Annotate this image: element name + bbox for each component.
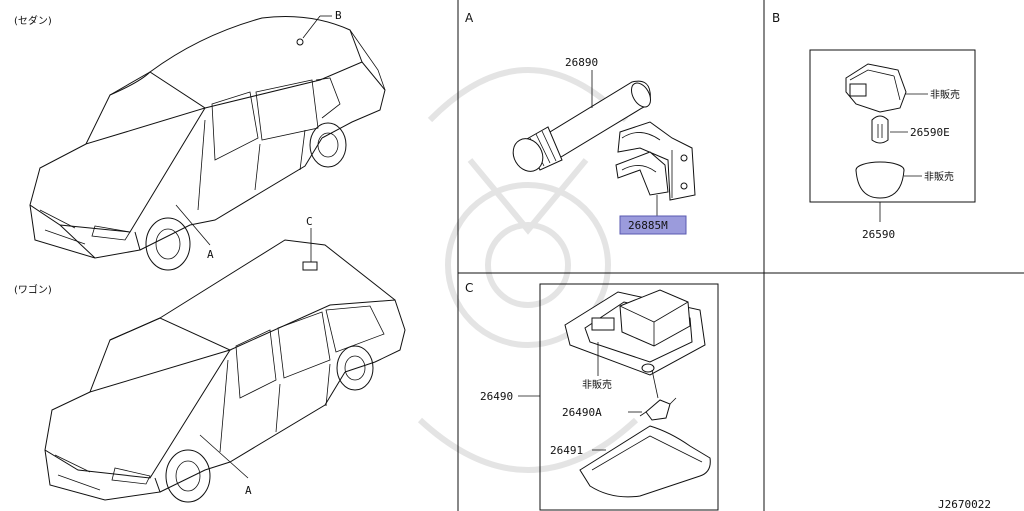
wagon-car-drawing — [44, 239, 406, 503]
b-not-sold-1: 非販売 — [930, 88, 960, 101]
label-26885m[interactable]: 26885M — [628, 219, 668, 232]
dome-lens-b — [855, 161, 905, 199]
section-b-box — [809, 49, 976, 203]
clip-part-26885m — [615, 121, 696, 201]
c-not-sold: 非販売 — [582, 378, 612, 391]
callout-c-wagon: C — [306, 215, 313, 228]
map-lamp-housing-c — [564, 289, 706, 376]
callout-b-sedan: B — [335, 9, 342, 22]
highlight-26885m — [619, 215, 687, 235]
diagram-code: J2670022 — [938, 498, 991, 511]
label-26890: 26890 — [565, 56, 598, 69]
label-26590e: 26590E — [910, 126, 950, 139]
watermark-emblem — [417, 67, 639, 473]
label-26490: 26490 — [480, 390, 513, 403]
section-a-title: A — [465, 11, 474, 25]
bulb-26490a — [639, 369, 677, 421]
b-not-sold-2: 非販売 — [924, 170, 954, 183]
callout-a-wagon: A — [245, 484, 252, 497]
lens-26491 — [579, 425, 711, 498]
lamp-socket-b — [845, 63, 907, 113]
sedan-car-drawing — [29, 16, 386, 271]
tube-part-26890 — [512, 80, 651, 172]
section-c-box — [539, 283, 719, 511]
panel-dividers — [457, 0, 1024, 511]
callout-line-a-sedan — [175, 204, 211, 246]
wagon-label: (ワゴン) — [14, 283, 52, 296]
section-b-title: B — [772, 11, 780, 25]
label-26490a: 26490A — [562, 406, 602, 419]
section-c-title: C — [465, 281, 473, 295]
bulb-26590e — [871, 115, 889, 144]
callout-a-sedan: A — [207, 248, 214, 261]
sedan-label: (セダン) — [14, 14, 52, 27]
label-26491: 26491 — [550, 444, 583, 457]
label-26590: 26590 — [862, 228, 895, 241]
callout-line-a-wagon — [199, 434, 249, 479]
callout-line-b — [302, 15, 321, 39]
